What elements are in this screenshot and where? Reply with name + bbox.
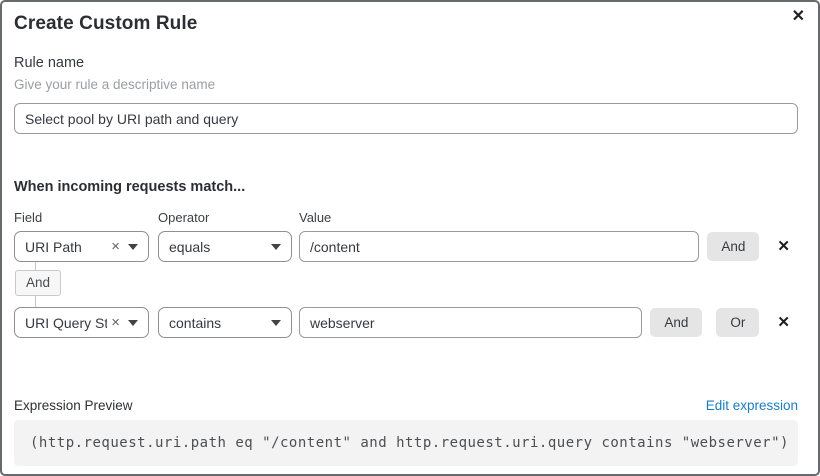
rule-name-input[interactable] [14, 103, 798, 134]
operator-dropdown[interactable]: contains [158, 307, 292, 338]
dialog-title: Create Custom Rule [14, 13, 198, 34]
operator-dropdown-value: contains [169, 314, 222, 331]
value-input[interactable] [299, 307, 643, 338]
operator-dropdown[interactable]: equals [158, 231, 292, 262]
delete-row-icon[interactable]: ✕ [777, 314, 790, 331]
operator-dropdown-value: equals [169, 238, 211, 255]
rule-name-label: Rule name [14, 55, 85, 71]
delete-row-icon[interactable]: ✕ [777, 238, 790, 255]
rule-name-helper: Give your rule a descriptive name [14, 77, 216, 92]
add-and-condition-button[interactable]: And [650, 308, 703, 337]
field-column-label: Field [14, 210, 43, 225]
expression-preview-label: Expression Preview [14, 398, 133, 413]
condition-row-1: URI Path × equals And ✕ [14, 231, 798, 262]
add-or-condition-button[interactable]: Or [716, 308, 760, 337]
and-connector-badge: And [15, 270, 62, 296]
value-input[interactable] [299, 231, 700, 262]
add-and-condition-button[interactable]: And [707, 232, 760, 261]
clear-selection-icon[interactable]: × [111, 238, 120, 255]
edit-expression-link[interactable]: Edit expression [705, 398, 798, 413]
chevron-down-icon [128, 243, 138, 250]
column-labels: Field Operator Value [14, 210, 798, 225]
condition-connector: And [14, 262, 798, 307]
rule-name-section: Rule name Give your rule a descriptive n… [14, 55, 798, 134]
operator-column-label: Operator [158, 210, 210, 225]
condition-row-2: URI Query St... × contains And Or ✕ [14, 307, 798, 338]
close-icon[interactable]: ✕ [791, 8, 805, 25]
expression-preview-header: Expression Preview Edit expression [14, 397, 798, 414]
field-dropdown-value: URI Query St... [25, 314, 108, 331]
field-dropdown-value: URI Path [25, 238, 82, 255]
chevron-down-icon [271, 243, 281, 250]
field-dropdown[interactable]: URI Query St... × [14, 307, 149, 338]
chevron-down-icon [128, 319, 138, 326]
expression-code: (http.request.uri.path eq "/content" and… [30, 435, 789, 451]
value-column-label: Value [299, 210, 332, 225]
clear-selection-icon[interactable]: × [111, 314, 120, 331]
field-dropdown[interactable]: URI Path × [14, 231, 149, 262]
match-heading: When incoming requests match... [14, 179, 246, 195]
expression-code-block: (http.request.uri.path eq "/content" and… [14, 420, 798, 466]
chevron-down-icon [271, 319, 281, 326]
